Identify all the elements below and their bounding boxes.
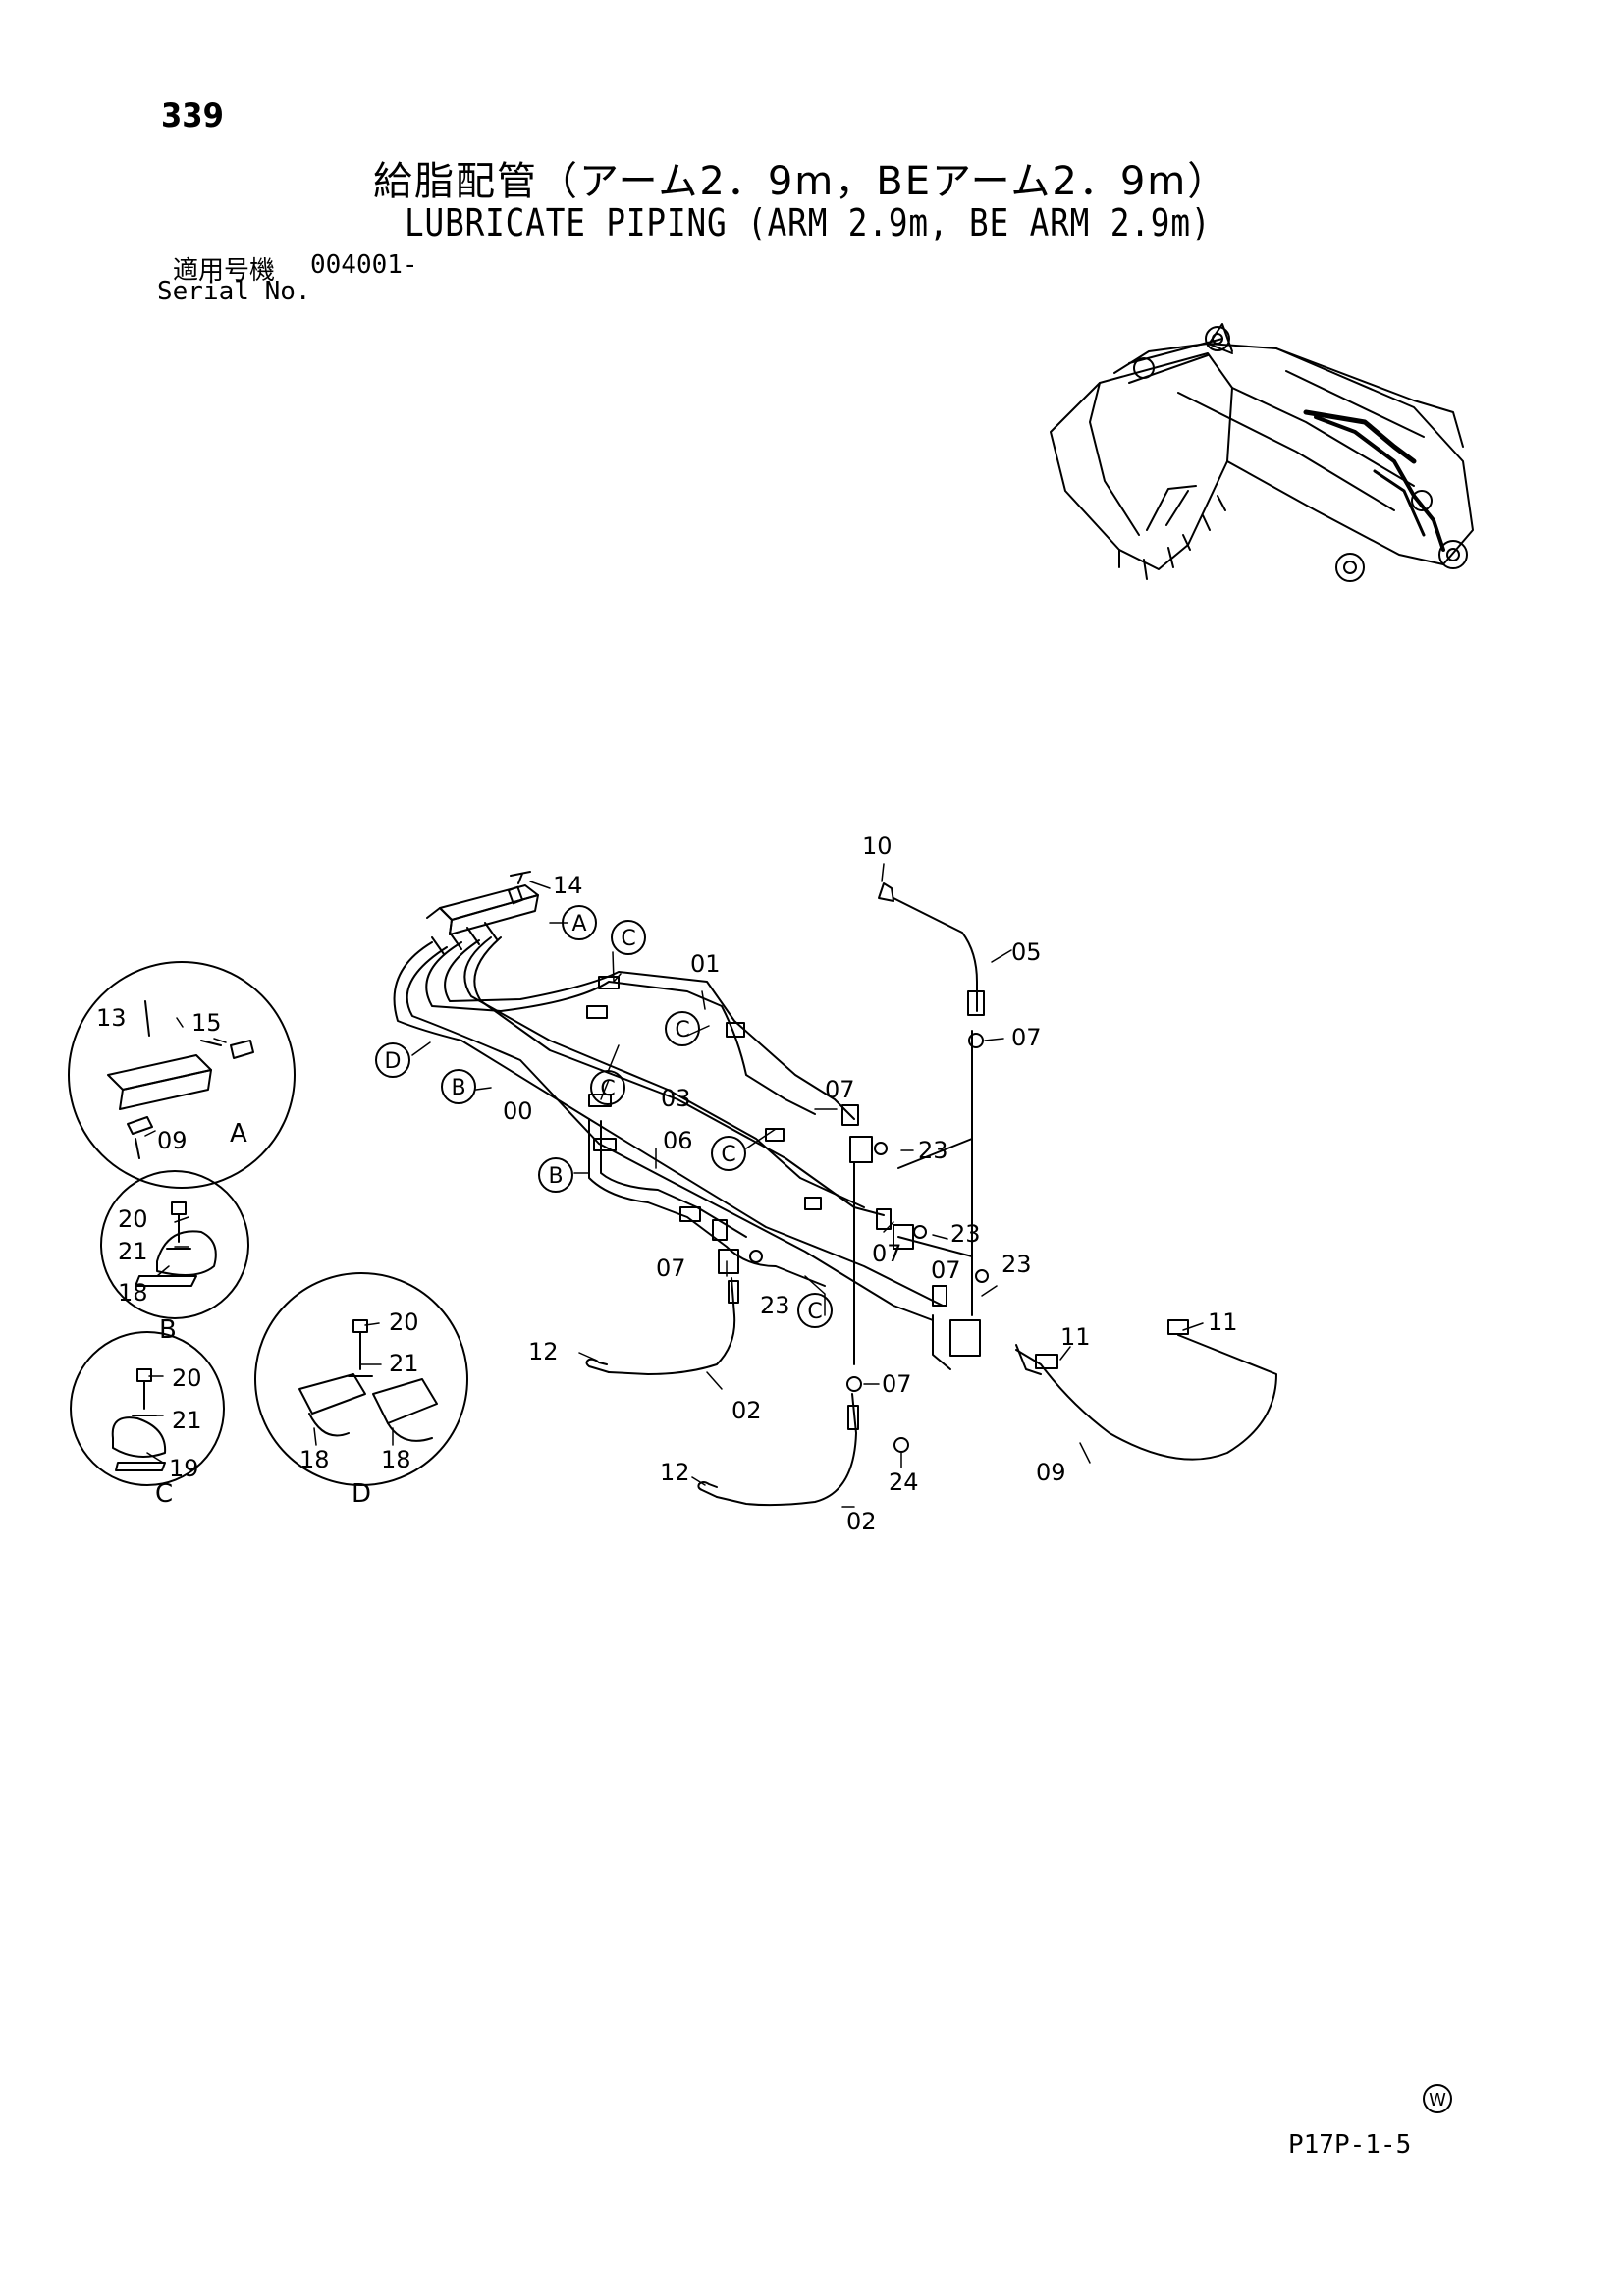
callout-06: 09: [1036, 1459, 1066, 1486]
callout-23: 23: [760, 1292, 790, 1319]
callout-18: 18: [118, 1279, 148, 1307]
callout-14: 14: [553, 872, 583, 899]
circled-letter: C: [807, 1300, 822, 1324]
circled-letter: D: [385, 1049, 402, 1074]
callout-23: 23: [918, 1137, 948, 1164]
serial-label-english: Serial No.: [157, 277, 311, 306]
title-japanese: 給脂配管（アーム2．9m，BEアーム2．9m）: [373, 159, 1229, 204]
callout-21: 21: [389, 1350, 419, 1377]
callout-09: 09: [157, 1127, 188, 1154]
callout-24: 24: [889, 1468, 919, 1496]
circled-letter: C: [721, 1143, 735, 1167]
circled-ref-c: [590, 1070, 625, 1105]
circled-ref-c: [797, 1293, 833, 1328]
callout-23: 23: [1001, 1251, 1032, 1278]
callout-15: 15: [191, 1009, 222, 1037]
detail-label-d: D: [352, 1479, 371, 1509]
detail-label-b: B: [159, 1315, 177, 1345]
callout-21: 21: [172, 1407, 202, 1434]
serial-label-japanese: 適用号機: [173, 256, 276, 286]
logo-letter: W: [1429, 2090, 1446, 2110]
callout-20: 20: [118, 1205, 148, 1233]
callout-20: 20: [172, 1364, 202, 1392]
callout-09: 07: [882, 1370, 912, 1398]
callout-09: 07: [872, 1240, 902, 1267]
callout-02: 02: [846, 1508, 877, 1535]
callout-02: 02: [731, 1397, 762, 1424]
circled-ref-a: [562, 905, 597, 940]
circled-ref-c: [665, 1011, 700, 1046]
callout-05: 05: [1011, 938, 1042, 966]
callout-09: 07: [1011, 1024, 1042, 1051]
detail-view-b: [100, 1170, 249, 1319]
circled-letter: C: [621, 927, 635, 951]
detail-view-d: [254, 1272, 468, 1486]
detail-label-c: C: [155, 1479, 173, 1509]
callout-23: 23: [950, 1220, 981, 1248]
detail-label-a: A: [230, 1119, 247, 1148]
circled-ref-c: [611, 920, 646, 955]
detail-view-letters: A B C D: [155, 1119, 371, 1509]
circled-ref-c: [711, 1136, 746, 1171]
logo-w-circle: [1423, 2084, 1452, 2113]
main-piping-assembly: [393, 871, 1277, 1507]
detail-view-c: [70, 1331, 225, 1486]
circled-letter: B: [548, 1164, 563, 1189]
circled-ref-b: [441, 1069, 476, 1104]
circled-letter: A: [571, 912, 586, 936]
callout-11: 11: [1208, 1308, 1238, 1336]
callout-11: 11: [1060, 1323, 1091, 1351]
excavator-thumbnail: [1050, 323, 1474, 582]
callout-18: 18: [381, 1446, 411, 1473]
callout-03: 03: [661, 1085, 691, 1112]
callout-21: 21: [118, 1238, 148, 1265]
callout-12: 12: [528, 1338, 559, 1365]
callout-01: 01: [690, 950, 721, 978]
callout-labels: 10 14 01 05 07 03 00 07 23 06 23 07 07 2…: [96, 832, 1238, 1535]
title-english: LUBRICATE PIPING (ARM 2.9m, BE ARM 2.9m): [405, 201, 1212, 244]
callout-00: 00: [503, 1097, 533, 1125]
page-number: 339: [161, 96, 224, 135]
circled-references: [375, 905, 1452, 2113]
callout-13: 13: [96, 1004, 127, 1032]
circled-letter: B: [451, 1076, 465, 1100]
circled-letters: A C C C C C D B B W: [385, 912, 1447, 2110]
callout-12: 12: [660, 1459, 690, 1486]
detail-view-a: [68, 961, 296, 1189]
serial-value: 004001-: [310, 250, 418, 280]
callout-07: 06: [663, 1127, 693, 1154]
callout-10: 10: [862, 832, 893, 860]
circled-letter: C: [675, 1018, 689, 1042]
callout-20: 20: [389, 1308, 419, 1336]
page-code: P17P-1-5: [1288, 2130, 1412, 2160]
callout-19: 19: [169, 1455, 199, 1482]
callout-18: 18: [299, 1446, 330, 1473]
circled-letter: C: [600, 1077, 615, 1101]
callout-09: 07: [825, 1076, 855, 1103]
circled-ref-d: [375, 1042, 410, 1078]
callout-09: 07: [656, 1255, 686, 1282]
leader-lines: [144, 863, 1204, 1508]
circled-ref-b: [538, 1157, 573, 1193]
callout-09: 07: [931, 1256, 961, 1284]
